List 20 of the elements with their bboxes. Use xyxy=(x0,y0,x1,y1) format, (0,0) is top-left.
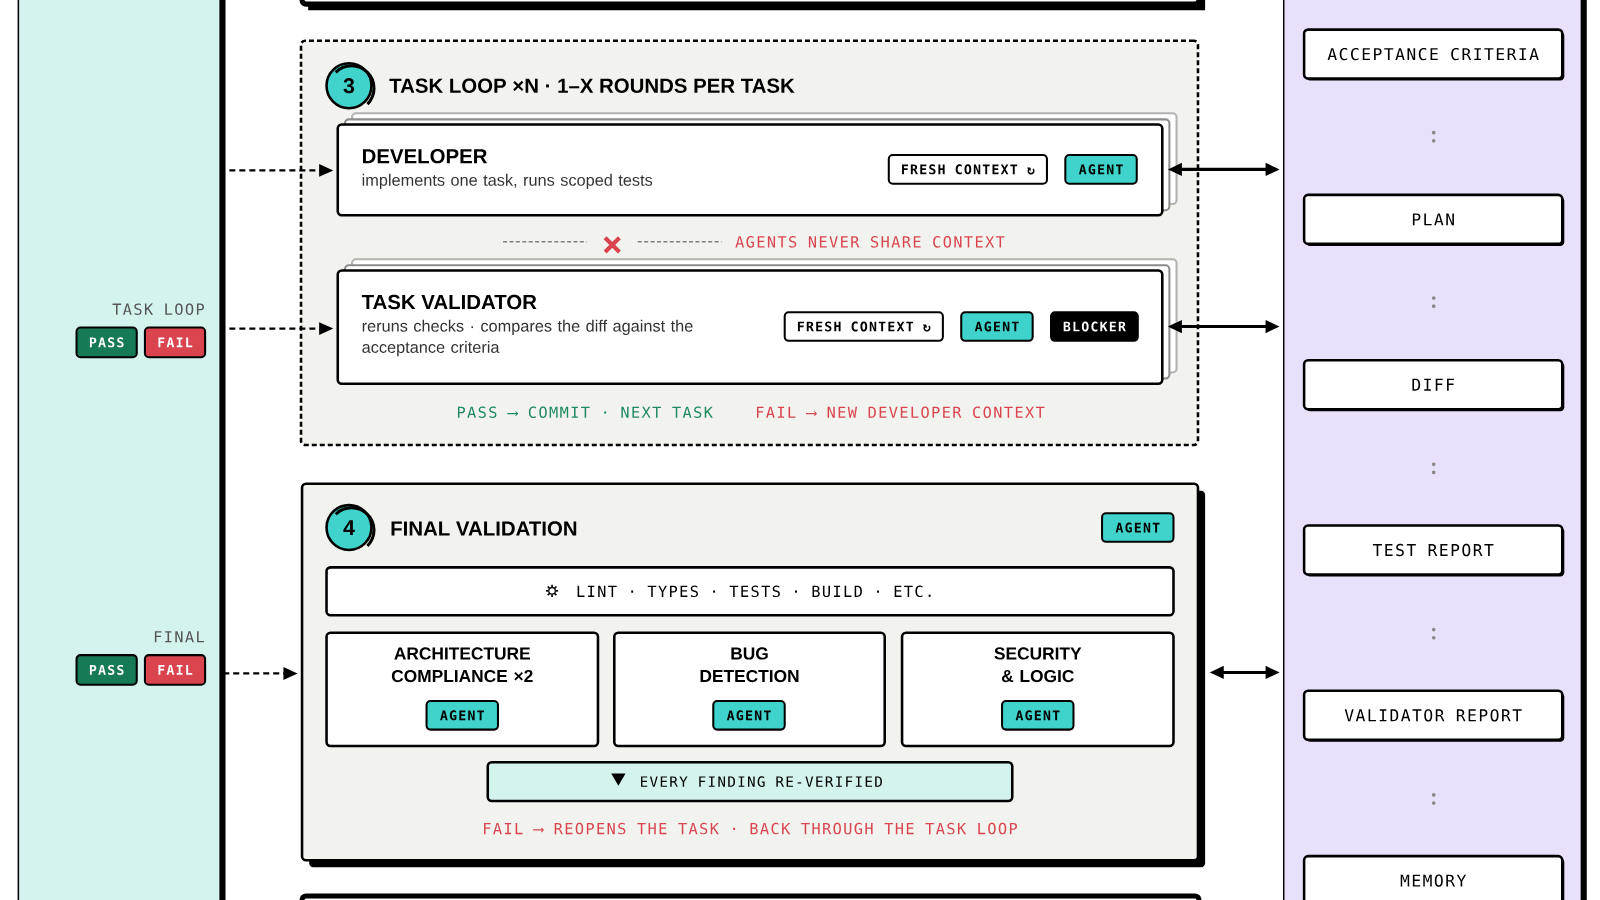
lane-panel xyxy=(17,0,226,900)
fail-badge: FAIL xyxy=(143,654,207,686)
pass-badge: PASS xyxy=(75,654,138,686)
artifact-box: PLAN xyxy=(1302,193,1565,246)
stage-box xyxy=(299,893,1202,900)
stage-box xyxy=(299,0,1206,11)
stage-title: TASK LOOP ×N · 1–X ROUNDS PER TASK xyxy=(389,78,795,93)
artifact-box: MEMORY xyxy=(1302,854,1565,900)
note-text: FINAL xyxy=(154,631,204,643)
note-text: TASK LOOP xyxy=(112,303,204,315)
artifact-box: DIFF xyxy=(1302,358,1565,412)
note-text: AGENTS NEVER SHARE CONTEXT xyxy=(735,236,1005,248)
step-number: 3 xyxy=(325,62,376,110)
pass-badge: PASS xyxy=(75,326,138,359)
note-text: PASS ⟶ COMMIT · NEXT TASK xyxy=(457,406,713,419)
fail-badge: FAIL xyxy=(143,326,207,359)
artifact-box: VALIDATOR REPORT xyxy=(1302,689,1565,742)
artifact-box: TEST REPORT xyxy=(1302,524,1565,577)
note-text: FAIL ⟶ NEW DEVELOPER CONTEXT xyxy=(756,406,1045,419)
artifact-box: ACCEPTANCE CRITERIA xyxy=(1302,28,1565,81)
